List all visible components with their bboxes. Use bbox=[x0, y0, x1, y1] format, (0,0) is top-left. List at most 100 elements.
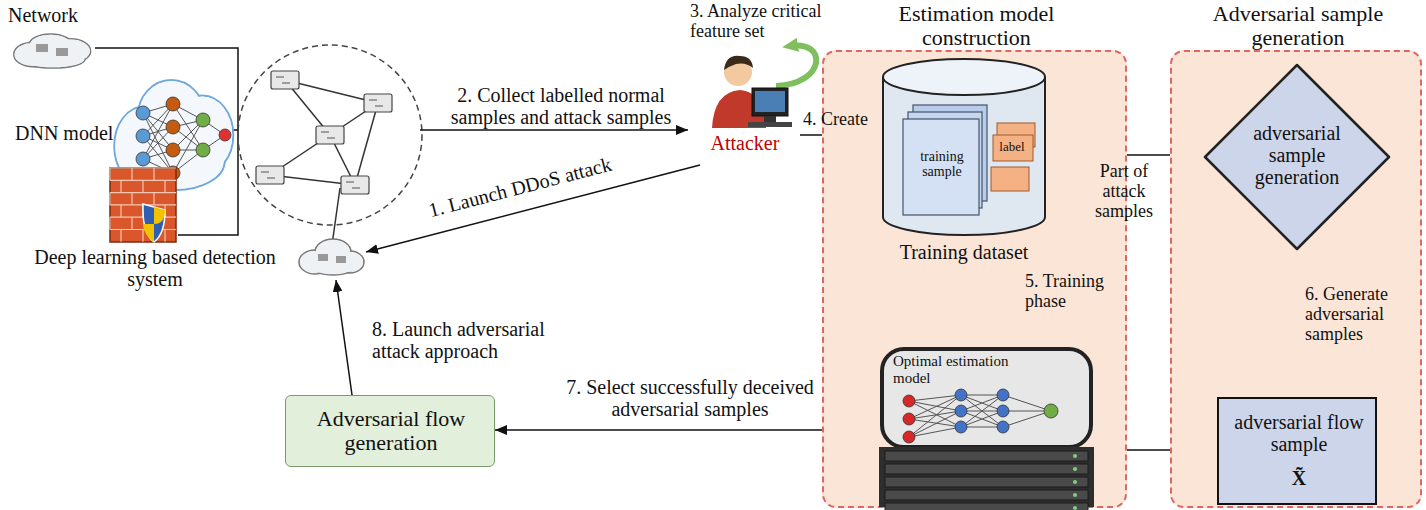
graphic-part bbox=[955, 389, 967, 401]
graphic-part bbox=[879, 447, 1094, 507]
graphic-part bbox=[131, 193, 132, 205]
graphic-part bbox=[903, 413, 915, 425]
graphic-part bbox=[961, 411, 1003, 427]
graphic-part bbox=[752, 88, 788, 116]
graphic-part bbox=[109, 217, 110, 229]
edge-label: 6. Generate adversarial samples bbox=[1305, 285, 1422, 344]
graphic-part bbox=[261, 77, 383, 188]
dataset-cylinder: training sample labelTraining dataset bbox=[879, 57, 1049, 269]
graphic-part bbox=[909, 419, 961, 427]
graphic-part bbox=[142, 180, 143, 192]
node-text: Deep learning based detection system bbox=[30, 246, 280, 290]
graphic-part bbox=[885, 503, 1088, 510]
graphic-part bbox=[261, 77, 383, 188]
graphic-part bbox=[22, 51, 85, 67]
graphic-part bbox=[153, 168, 154, 180]
graphic-part bbox=[1073, 493, 1077, 497]
graphic-part bbox=[1205, 65, 1389, 249]
node-text: Optimal estimation model bbox=[893, 353, 1033, 386]
graphic-part bbox=[316, 126, 344, 144]
graphic-part bbox=[961, 395, 1003, 411]
graphic-part bbox=[909, 395, 961, 401]
graphic-part bbox=[955, 405, 967, 417]
graphic-part bbox=[909, 427, 961, 437]
attacker-icon: Attacker bbox=[690, 48, 800, 158]
node-text: DNN model bbox=[15, 122, 120, 144]
graphic-part bbox=[997, 389, 1009, 401]
process-box: Adversarial flow generation bbox=[285, 395, 495, 467]
node-text: adversarial sample generation bbox=[1242, 122, 1352, 188]
stage-panel: Adversarial sample generationadversarial… bbox=[1170, 50, 1422, 508]
graphic-part bbox=[164, 230, 165, 242]
graphic-part bbox=[955, 421, 967, 433]
graphic-part bbox=[318, 254, 328, 261]
graphic-part bbox=[131, 217, 132, 229]
graphic-part bbox=[136, 129, 150, 143]
node-text: Training dataset bbox=[879, 241, 1049, 263]
graphic-part bbox=[332, 188, 340, 245]
graphic-part bbox=[903, 119, 979, 215]
dataset-cylinder bbox=[879, 57, 1049, 269]
node-text: adversarial flow sample bbox=[1227, 411, 1371, 455]
graphic-part bbox=[256, 71, 392, 194]
graphic-part bbox=[110, 192, 176, 193]
graphic-part bbox=[1073, 506, 1077, 510]
graphic-part bbox=[997, 421, 1009, 433]
graphic-part bbox=[120, 205, 121, 217]
graphic-part bbox=[336, 280, 352, 395]
graphic-part bbox=[164, 180, 165, 192]
graphic-part bbox=[166, 120, 180, 134]
graphic-part bbox=[903, 395, 915, 407]
graphic-part bbox=[196, 113, 210, 127]
graphic-part bbox=[120, 230, 121, 242]
graphic-part bbox=[909, 401, 961, 427]
node-text: training sample bbox=[905, 149, 979, 180]
graphic-part bbox=[131, 168, 132, 180]
graphic-part bbox=[961, 395, 1003, 411]
node-text: Network bbox=[8, 4, 100, 26]
step-label: 2. Collect labelled normal samples and a… bbox=[430, 84, 692, 128]
firewall-icon: Deep learning based detection system bbox=[25, 168, 285, 296]
graphic-part bbox=[300, 240, 363, 274]
graphic-part bbox=[219, 129, 231, 141]
graphic-part bbox=[885, 464, 1088, 474]
node-text: Adversarial flow generation bbox=[294, 407, 488, 455]
graphic-part bbox=[420, 129, 688, 131]
graphic-part bbox=[143, 207, 165, 242]
node-text: X̃ bbox=[1227, 467, 1371, 489]
graphic-part bbox=[909, 401, 961, 411]
graphic-part bbox=[36, 44, 48, 52]
graphic-part bbox=[341, 176, 369, 194]
graphic-part bbox=[903, 431, 915, 443]
graphic-part bbox=[724, 56, 753, 70]
graphic-part bbox=[355, 103, 378, 185]
node-text: label bbox=[992, 140, 1032, 154]
graphic-part bbox=[764, 116, 776, 122]
decision-diamond: adversarial sample generation bbox=[1202, 62, 1392, 252]
node-text: Adversarial sample generation bbox=[1182, 2, 1414, 50]
step-label: 8. Launch adversarial attack approach bbox=[372, 318, 572, 362]
edge-label: 5. Training phase bbox=[1025, 272, 1125, 312]
graphic-part bbox=[270, 80, 378, 245]
graphic-part bbox=[153, 193, 154, 205]
graphic-part bbox=[748, 122, 792, 127]
graphic-part bbox=[318, 254, 346, 263]
graphic-part bbox=[143, 204, 165, 242]
graphic-part bbox=[166, 97, 180, 111]
graphic-part bbox=[1073, 467, 1077, 471]
graphic-part bbox=[109, 168, 110, 180]
graphic-part bbox=[993, 135, 1033, 161]
graphic-part bbox=[136, 152, 150, 166]
graphic-part bbox=[364, 94, 392, 112]
graphic-part bbox=[256, 166, 284, 184]
graphic-part bbox=[909, 395, 961, 437]
graphic-part bbox=[196, 143, 210, 157]
graphic-part bbox=[56, 48, 68, 56]
graphic-part bbox=[883, 77, 1045, 235]
graphic-part bbox=[961, 411, 1003, 427]
process-box: adversarial flow sampleX̃ bbox=[1217, 397, 1377, 505]
graphic-part bbox=[299, 239, 364, 275]
graphic-part bbox=[882, 349, 1091, 447]
graphic-part bbox=[136, 106, 150, 120]
